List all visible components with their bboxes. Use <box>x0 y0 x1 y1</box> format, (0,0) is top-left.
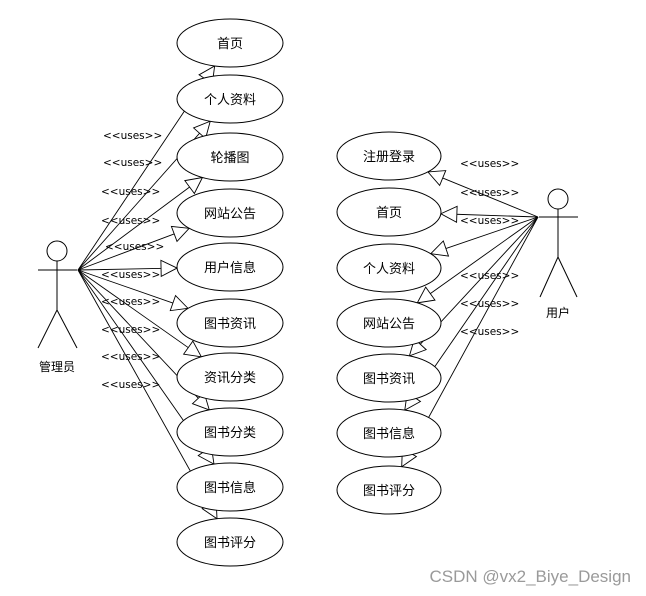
admin-actor-head <box>46 240 68 262</box>
user-use-case-label: 个人资料 <box>363 262 415 277</box>
admin-association-arrowhead <box>184 176 204 195</box>
admin-use-case-ellipse <box>176 242 284 292</box>
user-use-case-ellipse <box>336 465 442 515</box>
admin-use-case-ellipse <box>176 517 284 567</box>
user-actor-label: 用户 <box>546 305 570 320</box>
user-use-case-label: 首页 <box>376 206 402 221</box>
user-use-case-label: 图书信息 <box>363 426 415 442</box>
admin-use-case-label: 用户信息 <box>204 260 256 276</box>
admin-actor-left-leg <box>37 309 58 349</box>
admin-use-case-label: 网站公告 <box>204 207 256 222</box>
user-association-arrowhead <box>439 205 458 224</box>
user-actor-right-leg <box>557 256 578 298</box>
admin-use-case-label: 图书评分 <box>204 536 256 551</box>
user-use-case-ellipse <box>336 131 442 181</box>
admin-association-arrowhead <box>160 259 179 278</box>
admin-association-line <box>77 177 203 271</box>
admin-uses-label: <<uses>> <box>101 296 160 308</box>
admin-use-case-ellipse <box>176 462 284 512</box>
admin-association-line <box>77 227 190 271</box>
admin-use-case-label: 图书分类 <box>204 426 256 441</box>
user-use-case-label: 网站公告 <box>363 317 415 332</box>
user-association-line <box>417 216 539 304</box>
user-association-arrowhead <box>429 240 450 257</box>
admin-use-case-ellipse <box>176 407 284 457</box>
user-use-case-ellipse <box>336 298 442 348</box>
user-use-case-label: 图书资讯 <box>363 372 415 387</box>
admin-use-case-ellipse <box>176 352 284 402</box>
user-uses-label: <<uses>> <box>460 158 519 170</box>
admin-association-line <box>77 269 189 309</box>
admin-association-line <box>77 269 202 358</box>
admin-use-case-label: 个人资料 <box>204 93 256 108</box>
use-cases: 首页个人资料轮播图网站公告用户信息图书资讯资讯分类图书分类图书信息图书评分注册登… <box>176 18 442 567</box>
admin-use-case-label: 图书资讯 <box>204 317 256 332</box>
user-use-case-ellipse <box>336 243 442 293</box>
admin-use-case-label: 首页 <box>217 37 243 52</box>
user-use-case-ellipse <box>336 408 442 458</box>
admin-uses-label: <<uses>> <box>101 324 160 336</box>
user-uses-label: <<uses>> <box>460 270 519 282</box>
user-actor-left-leg <box>539 256 559 298</box>
admin-uses-label: <<uses>> <box>101 215 160 227</box>
admin-use-case-ellipse <box>176 298 284 348</box>
admin-association-arrowhead <box>169 294 189 312</box>
user-association-arrowhead <box>416 286 436 304</box>
admin-uses-label: <<uses>> <box>105 241 164 253</box>
user-use-case-label: 注册登录 <box>363 150 415 165</box>
user-association-arrowhead <box>426 170 447 187</box>
admin-use-case-ellipse <box>176 74 284 124</box>
user-actor: 用户 <box>539 188 578 320</box>
user-association-line <box>427 171 539 218</box>
admin-use-case-label: 轮播图 <box>210 151 249 166</box>
user-use-case-ellipse <box>336 187 442 237</box>
admin-uses-label: <<uses>> <box>101 351 160 363</box>
admin-uses-label: <<uses>> <box>103 157 162 169</box>
admin-association-line <box>77 267 178 271</box>
admin-association-arrowhead <box>170 225 191 243</box>
admin-use-case-ellipse <box>176 18 284 68</box>
uses-labels: <<uses>> <<uses>> <<uses>> <<uses>> <<uses>>… <box>101 130 519 391</box>
admin-use-case-ellipse <box>176 188 284 238</box>
user-actor-head <box>547 188 569 210</box>
admin-actor-right-leg <box>56 309 78 349</box>
user-uses-label: <<uses>> <box>460 298 519 310</box>
admin-use-case-label: 图书信息 <box>204 480 256 496</box>
user-uses-label: <<uses>> <box>460 326 519 338</box>
admin-association-arrowhead <box>192 120 211 140</box>
admin-actor: 管理员 <box>37 240 78 374</box>
user-association-line <box>430 216 539 255</box>
user-use-case-label: 图书评分 <box>363 484 415 499</box>
user-uses-label: <<uses>> <box>460 215 519 227</box>
user-uses-label: <<uses>> <box>460 187 519 199</box>
admin-uses-label: <<uses>> <box>101 186 160 198</box>
watermark: CSDN @vx2_Biye_Design <box>429 567 631 586</box>
admin-use-case-label: 资讯分类 <box>204 371 256 386</box>
admin-uses-label: <<uses>> <box>103 130 162 142</box>
admin-actor-label: 管理员 <box>39 359 75 374</box>
admin-use-case-ellipse <box>176 132 284 182</box>
admin-uses-label: <<uses>> <box>101 379 160 391</box>
user-use-case-ellipse <box>336 353 442 403</box>
admin-association-arrowhead <box>182 340 203 358</box>
admin-uses-label: <<uses>> <box>101 269 160 281</box>
